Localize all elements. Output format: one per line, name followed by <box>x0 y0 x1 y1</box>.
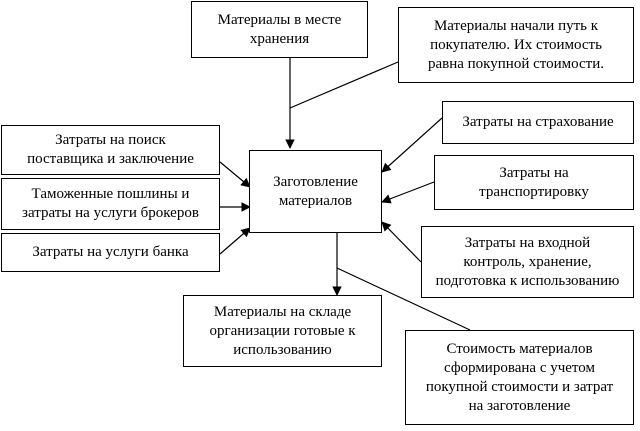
arrow-left-1-to-center <box>219 161 251 188</box>
left-box-2-text: Таможенные пошлины и затраты на услуги бр… <box>22 185 199 223</box>
left-box-1: Затраты на поиск поставщика и заключение <box>1 125 220 175</box>
right-box-3-text: Затраты на входной контроль, хранение, под… <box>436 234 620 291</box>
text-line: покупной стоимости и затрат <box>425 378 614 395</box>
left-box-3-text: Затраты на услуги банка <box>32 243 188 262</box>
right-box-3: Затраты на входной контроль, хранение, под… <box>421 226 634 298</box>
left-box-2: Таможенные пошлины и затраты на услуги бр… <box>1 178 220 230</box>
text-line: Затраты на входной <box>464 234 591 251</box>
text-line: Стоимость материалов <box>446 340 593 357</box>
text-line: Материалы на складе <box>213 303 352 320</box>
bottom-left-box: Материалы на складе организации готовые к… <box>183 295 382 367</box>
connector-center-to-bottom-right <box>336 267 471 331</box>
connector-top-right-to-arrow <box>289 61 399 109</box>
text-line: Материалы в месте <box>217 11 342 28</box>
arrow-right-2-to-center <box>381 181 435 204</box>
text-line: Затраты на услуги банка <box>32 244 189 260</box>
text-line: покупателю. Их стоимость <box>430 36 602 53</box>
right-box-1-text: Затраты на страхование <box>462 113 613 132</box>
text-line: сформирована с учетом <box>443 359 595 376</box>
right-box-2: Затраты на транспортировку <box>434 155 634 210</box>
text-line: Материалы начали путь к <box>433 17 599 34</box>
bottom-right-box-text: Стоимость материалов сформирована с учето… <box>426 340 613 416</box>
text-line: равна покупной стоимости. <box>427 55 604 72</box>
text-line: Затраты на страхование <box>462 114 614 130</box>
top-left-box: Материалы в месте хранения <box>191 1 368 58</box>
left-box-1-text: Затраты на поиск поставщика и заключение <box>27 131 194 169</box>
center-box-text: Заготовление материалов <box>273 173 358 211</box>
top-right-box-text: Материалы начали путь к покупателю. Их ст… <box>428 17 604 74</box>
text-line: затраты на услуги брокеров <box>22 205 199 221</box>
center-box: Заготовление материалов <box>249 150 382 233</box>
top-right-box: Материалы начали путь к покупателю. Их ст… <box>398 7 634 83</box>
right-box-1: Затраты на страхование <box>442 101 634 144</box>
text-line: хранения <box>249 30 310 47</box>
text-line: подготовка к использованию <box>435 272 620 289</box>
text-line: организации готовые к <box>209 322 356 339</box>
text-line: Таможенные пошлины и <box>31 186 190 202</box>
bottom-left-box-text: Материалы на складе организации готовые к… <box>209 303 355 360</box>
text-line: поставщика и заключение <box>27 151 194 167</box>
arrow-right-3-to-center <box>381 221 422 263</box>
arrow-right-1-to-center <box>381 117 443 173</box>
text-line: транспортировку <box>479 183 589 200</box>
text-line: использованию <box>233 341 332 358</box>
text-line: Затраты на <box>499 164 569 181</box>
left-box-3: Затраты на услуги банка <box>1 233 220 272</box>
right-box-2-text: Затраты на транспортировку <box>479 164 589 202</box>
top-left-box-text: Материалы в месте хранения <box>218 11 342 49</box>
text-line: Затраты на поиск <box>55 132 166 148</box>
bottom-right-box: Стоимость материалов сформирована с учето… <box>405 330 634 425</box>
text-line: материалов <box>278 192 353 209</box>
text-line: на заготовление <box>468 397 571 414</box>
text-line: Заготовление <box>273 173 358 190</box>
arrow-left-3-to-center <box>219 227 251 255</box>
text-line: контроль, хранение, <box>463 253 592 270</box>
